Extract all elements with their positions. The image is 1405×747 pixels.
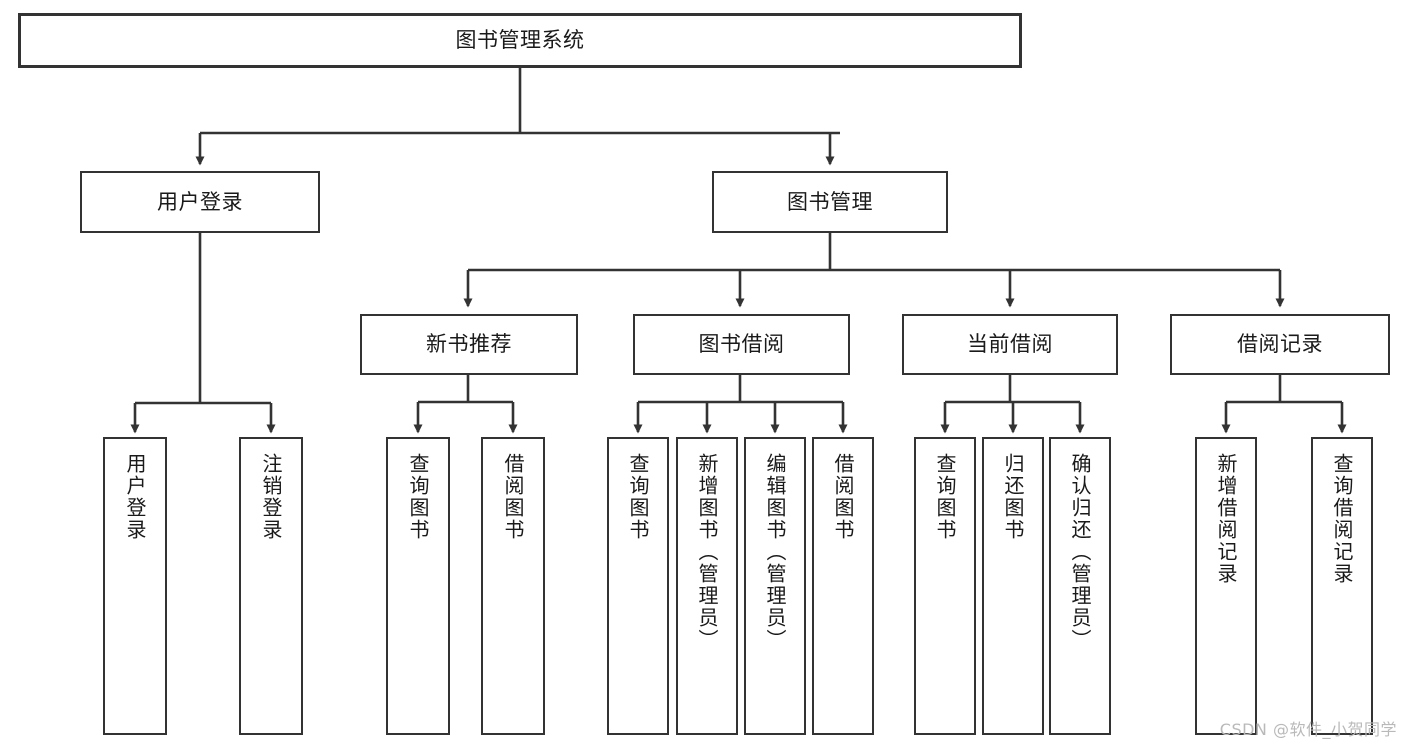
leaf-borrow-edit-book[interactable]: 编辑图书（管理员） [744, 437, 806, 735]
leaf-user-login-login-label: 用户登录 [123, 453, 147, 541]
leaf-new-book-borrow-label: 借阅图书 [501, 453, 525, 541]
leaf-borrow-add-book-label: 新增图书（管理员） [695, 453, 719, 651]
node-root-label: 图书管理系统 [455, 28, 585, 53]
leaf-borrow-edit-book-label: 编辑图书（管理员） [763, 453, 787, 651]
leaf-current-query-label: 查询图书 [933, 453, 957, 541]
leaf-borrow-borrow-book-label: 借阅图书 [831, 453, 855, 541]
node-book-borrow-label: 图书借阅 [698, 332, 785, 357]
leaf-borrow-query-label: 查询图书 [626, 453, 650, 541]
leaf-current-confirm-return-label: 确认归还（管理员） [1068, 453, 1092, 651]
leaf-record-query[interactable]: 查询借阅记录 [1311, 437, 1373, 735]
csdn-watermark: CSDN @软件_小贺同学 [1219, 720, 1397, 739]
node-borrow-record[interactable]: 借阅记录 [1170, 314, 1390, 375]
leaf-current-query[interactable]: 查询图书 [914, 437, 976, 735]
leaf-new-book-query[interactable]: 查询图书 [386, 437, 450, 735]
leaf-new-book-query-label: 查询图书 [406, 453, 430, 541]
leaf-borrow-query[interactable]: 查询图书 [607, 437, 669, 735]
node-book-management[interactable]: 图书管理 [712, 171, 948, 233]
leaf-user-login-login[interactable]: 用户登录 [103, 437, 167, 735]
node-new-book-recommend-label: 新书推荐 [426, 332, 512, 357]
node-current-borrow-label: 当前借阅 [967, 332, 1053, 357]
node-root[interactable]: 图书管理系统 [18, 13, 1022, 68]
node-user-login-label: 用户登录 [157, 189, 243, 214]
node-book-borrow[interactable]: 图书借阅 [633, 314, 850, 375]
leaf-record-query-label: 查询借阅记录 [1330, 453, 1354, 585]
leaf-current-return-label: 归还图书 [1001, 453, 1025, 541]
leaf-current-confirm-return[interactable]: 确认归还（管理员） [1049, 437, 1111, 735]
leaf-user-login-logout[interactable]: 注销登录 [239, 437, 303, 735]
leaf-current-return[interactable]: 归还图书 [982, 437, 1044, 735]
node-current-borrow[interactable]: 当前借阅 [902, 314, 1118, 375]
leaf-record-add[interactable]: 新增借阅记录 [1195, 437, 1257, 735]
leaf-user-login-logout-label: 注销登录 [259, 453, 283, 541]
leaf-borrow-borrow-book[interactable]: 借阅图书 [812, 437, 874, 735]
node-book-management-label: 图书管理 [787, 189, 873, 214]
node-new-book-recommend[interactable]: 新书推荐 [360, 314, 578, 375]
leaf-record-add-label: 新增借阅记录 [1214, 453, 1238, 585]
leaf-new-book-borrow[interactable]: 借阅图书 [481, 437, 545, 735]
node-user-login[interactable]: 用户登录 [80, 171, 320, 233]
node-borrow-record-label: 借阅记录 [1237, 332, 1323, 357]
leaf-borrow-add-book[interactable]: 新增图书（管理员） [676, 437, 738, 735]
